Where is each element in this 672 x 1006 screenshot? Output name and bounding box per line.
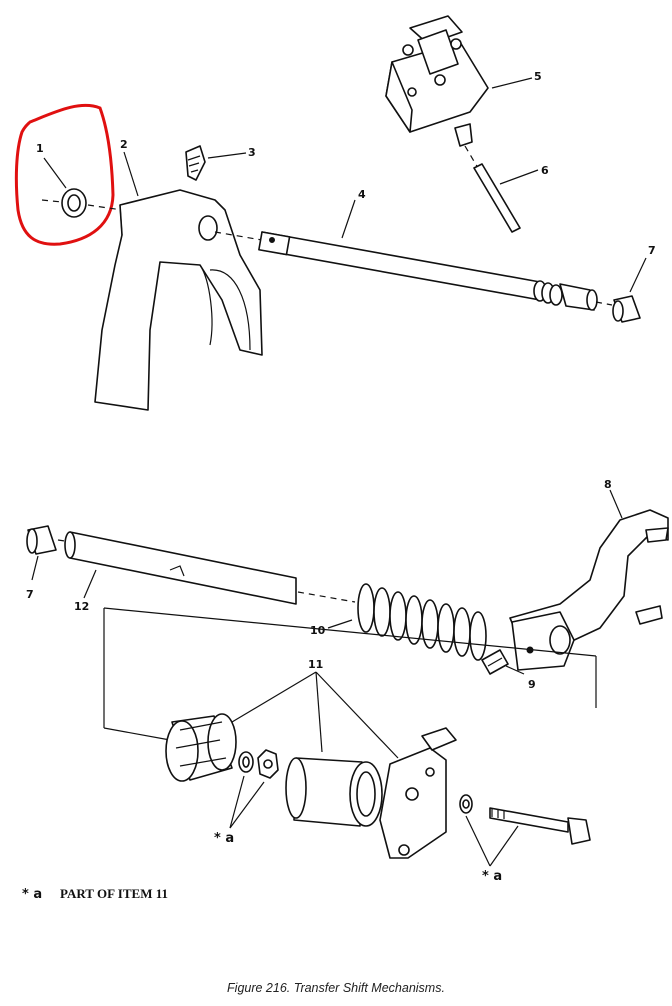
nut-part — [257, 749, 279, 779]
figure-caption: Figure 216. Transfer Shift Mechanisms. — [227, 981, 445, 995]
legend-marker: * a — [22, 887, 42, 902]
exploded-group-outline — [103, 607, 597, 741]
spring-coil — [469, 611, 487, 661]
callout-12: 12 — [74, 600, 89, 613]
plug-part-bottom — [26, 525, 73, 555]
spring-coil — [357, 583, 375, 633]
lower-shaft-part — [64, 531, 356, 605]
callout-11: 11 — [308, 658, 323, 671]
plug-part-top — [612, 295, 641, 323]
callout-5: 5 — [534, 70, 542, 83]
bolt-part — [489, 807, 591, 845]
callout-3: 3 — [248, 146, 256, 159]
lower-leader-lines — [31, 489, 623, 867]
upper-leader-lines — [43, 77, 647, 293]
shaft-grooves — [533, 280, 563, 306]
sleeve-part — [165, 713, 237, 782]
callout-10: 10 — [310, 624, 326, 637]
lower-fork-part — [509, 509, 669, 671]
callout-9: 9 — [528, 678, 536, 691]
shaft-part — [214, 231, 613, 311]
callout-4: 4 — [358, 188, 366, 201]
callout-2: 2 — [120, 138, 128, 151]
legend-text: PART OF ITEM 11 — [60, 886, 168, 901]
star-a-right: * a — [482, 869, 502, 884]
washer-part-left — [238, 751, 254, 773]
spring-part — [357, 583, 487, 661]
screw-part — [185, 145, 206, 181]
spring-coil — [405, 595, 423, 645]
spring-coil — [373, 587, 391, 637]
cylinder-part — [285, 757, 383, 827]
callout-8: 8 — [604, 478, 612, 491]
bushing-part — [41, 188, 123, 218]
spring-coil — [453, 607, 471, 657]
spring-coil — [389, 591, 407, 641]
shift-fork-part — [94, 189, 263, 411]
set-screw-part — [481, 649, 509, 675]
item-1-highlight — [14, 103, 115, 246]
pin-part — [464, 145, 521, 233]
spring-coil — [437, 603, 455, 653]
callout-1: 1 — [36, 142, 44, 155]
bracket-part — [379, 727, 457, 859]
washer-part-right — [459, 794, 473, 814]
callout-6: 6 — [541, 164, 549, 177]
detent-housing-part — [385, 15, 489, 147]
callout-7-bottom: 7 — [26, 588, 34, 601]
star-a-left: * a — [214, 831, 234, 846]
callout-7-top: 7 — [648, 244, 656, 257]
